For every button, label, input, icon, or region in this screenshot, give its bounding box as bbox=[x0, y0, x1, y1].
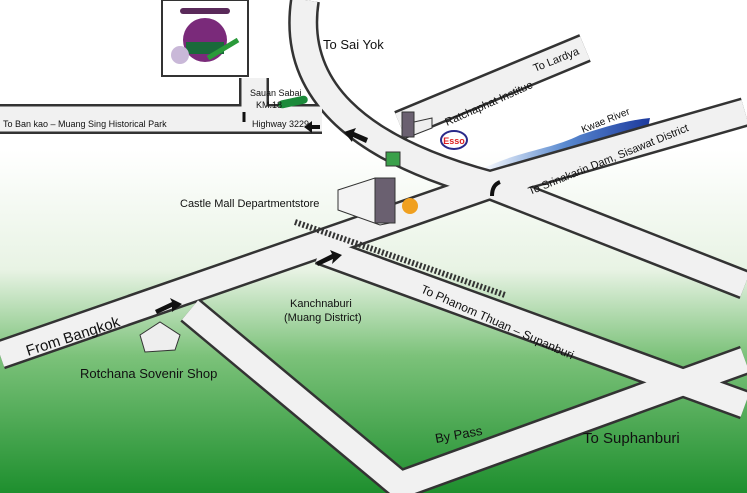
label-sai-yok: To Sai Yok bbox=[323, 37, 384, 52]
sauan-sabai-forest-icon bbox=[278, 95, 308, 109]
svg-text:Esso: Esso bbox=[443, 136, 465, 146]
ratchaphat-building bbox=[401, 111, 433, 138]
railway bbox=[294, 219, 506, 298]
shell-station-icon bbox=[402, 198, 418, 214]
castle-mall-building bbox=[337, 177, 396, 226]
label-kanchanaburi: Kanchnaburi bbox=[290, 298, 352, 310]
label-muang-district: (Muang District) bbox=[284, 312, 362, 324]
bp-station-icon bbox=[385, 151, 401, 167]
label-highway: Highway 3229 bbox=[252, 119, 309, 129]
logo bbox=[171, 8, 240, 64]
label-castle-mall: Castle Mall Departmentstore bbox=[180, 198, 319, 210]
souvenir-shop-building bbox=[139, 321, 181, 353]
label-suphanburi: To Suphanburi bbox=[583, 430, 680, 447]
label-km18: KM.18 bbox=[256, 100, 282, 110]
label-sauan-sabai: Sauan Sabai bbox=[250, 88, 302, 98]
label-rotchana: Rotchana Sovenir Shop bbox=[80, 366, 217, 381]
esso-station-icon: Esso bbox=[440, 130, 468, 150]
direction-arrows bbox=[155, 112, 501, 314]
label-ban-kao: To Ban kao – Muang Sing Historical Park bbox=[3, 119, 167, 129]
